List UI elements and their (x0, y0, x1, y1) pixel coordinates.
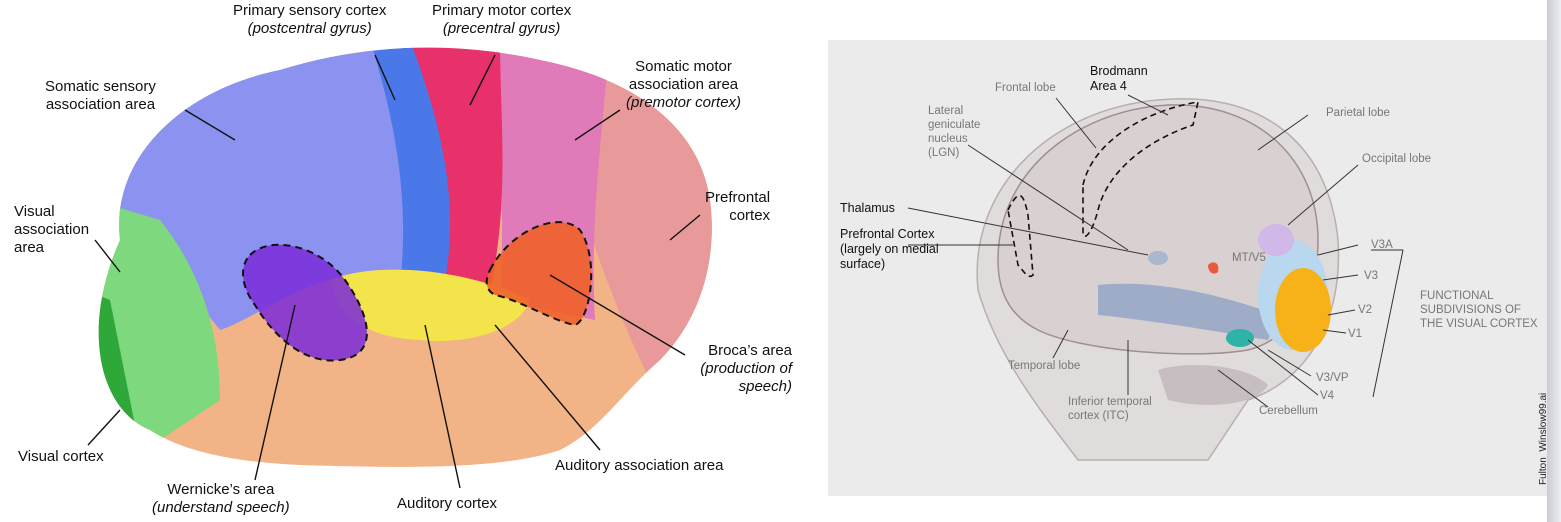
label-line: Lateral (928, 105, 964, 117)
visual-association-area-label: Visual association area (14, 203, 89, 257)
label-line: association (14, 221, 90, 238)
v3-vp-label: V3/VP (1316, 371, 1349, 385)
v3-label: V3 (1364, 269, 1378, 283)
label-line: Prefrontal Cortex (840, 227, 935, 241)
occipital-lobe-label: Occipital lobe (1362, 152, 1431, 166)
label-line: Area 4 (1090, 79, 1127, 93)
inferior-temporal-cortex-label: Inferior temporal cortex (ITC) (1068, 395, 1152, 423)
label-line: V2 (1358, 304, 1373, 316)
prefrontal-cortex-label: Prefrontal Cortex (largely on medial sur… (840, 227, 939, 272)
label-line: speech) (738, 378, 792, 395)
v3a-label: V3A (1371, 238, 1393, 252)
label-line: Thalamus (840, 201, 895, 215)
auditory-region (330, 269, 530, 341)
label-line: (postcentral gyrus) (247, 20, 372, 37)
label-line: (precentral gyrus) (442, 20, 561, 37)
somatic-motor-association-label: Somatic motor association area (premotor… (626, 58, 741, 112)
label-line: Temporal lobe (1008, 360, 1081, 372)
label-line: (production of (700, 360, 792, 377)
label-line: V3/VP (1316, 372, 1349, 384)
mt-v5-label: MT/V5 (1232, 251, 1266, 265)
label-line: Occipital lobe (1362, 153, 1432, 165)
brodmann-area-label: Brodmann Area 4 (1090, 64, 1148, 94)
label-line: (understand speech) (152, 499, 290, 516)
prefrontal-dashed-outline (1007, 194, 1034, 278)
label-line: Visual (14, 203, 55, 220)
optic-radiation (1098, 283, 1278, 340)
brocas-area-label: Broca’s area (production of speech) (680, 342, 792, 396)
window-edge (1547, 0, 1561, 522)
label-line: SUBDIVISIONS OF (1420, 304, 1521, 316)
label-line: geniculate (928, 119, 981, 131)
right-leader-lines (907, 94, 1404, 408)
label-line: cortex (ITC) (1068, 410, 1129, 422)
somatic-sensory-association-label: Somatic sensory association area (45, 78, 156, 114)
auditory-association-area-label: Auditory association area (555, 457, 723, 475)
label-line: Prefrontal (705, 189, 771, 206)
wernickes-area-outline (242, 243, 368, 362)
label-line: association area (628, 76, 739, 93)
wernickes-area-label: Wernicke’s area (understand speech) (152, 481, 290, 517)
label-line: Cerebellum (1259, 405, 1318, 417)
label-line: Auditory association area (555, 457, 724, 474)
label-line: cortex (729, 207, 771, 224)
v1-v2-region (1275, 268, 1331, 352)
label-line: Somatic motor (635, 58, 732, 75)
brodmann-area-4-outline (1082, 101, 1200, 237)
label-line: (largely on medial (840, 242, 939, 256)
visual-cortex-diagram: Brodmann Area 4 Frontal lobe Lateral gen… (828, 40, 1561, 496)
label-line: Parietal lobe (1326, 107, 1390, 119)
lgn-label: Lateral geniculate nucleus (LGN) (928, 104, 980, 160)
label-line: (LGN) (928, 147, 960, 159)
label-line: Wernicke’s area (167, 481, 275, 498)
label-line: surface) (840, 257, 886, 271)
frontal-lobe-label: Frontal lobe (995, 81, 1056, 95)
lateral-brain-diagram: Primary sensory cortex (postcentral gyru… (14, 2, 792, 517)
primary-motor-cortex-label: Primary motor cortex (precentral gyrus) (432, 2, 571, 38)
label-line: area (14, 239, 45, 256)
label-line: V4 (1320, 390, 1335, 402)
visual-cortex-label: Visual cortex (18, 448, 104, 466)
label-line: Somatic sensory (45, 78, 156, 95)
parietal-lobe-label: Parietal lobe (1326, 106, 1390, 120)
v1-label: V1 (1348, 327, 1362, 341)
label-line: Auditory cortex (397, 495, 498, 512)
left-leader-lines (87, 54, 701, 489)
thalamus-label: Thalamus (840, 201, 895, 216)
v4-region (1226, 329, 1254, 347)
auditory-cortex-label: Auditory cortex (397, 495, 497, 513)
v4-label: V4 (1320, 389, 1334, 403)
label-line: Broca’s area (708, 342, 792, 359)
mt-v5-shape (1208, 262, 1219, 274)
label-line: Primary motor cortex (432, 2, 572, 19)
label-line: V3 (1364, 270, 1379, 282)
label-line: (premotor cortex) (626, 94, 742, 111)
label-line: MT/V5 (1232, 252, 1266, 264)
label-line: V1 (1348, 328, 1363, 340)
thalamus-shape (1148, 251, 1168, 265)
label-line: Primary sensory cortex (233, 2, 387, 19)
label-line: THE VISUAL CORTEX (1420, 318, 1538, 330)
cerebellum-shape (1158, 365, 1268, 405)
prefrontal-cortex-label: Prefrontal cortex (705, 189, 770, 225)
cerebellum-label: Cerebellum (1259, 404, 1318, 418)
v3a-region (1258, 224, 1294, 256)
label-line: Inferior temporal (1068, 396, 1152, 408)
label-line: Brodmann (1090, 64, 1148, 78)
v2-label: V2 (1358, 303, 1372, 317)
functional-subdivisions-label: FUNCTIONAL SUBDIVISIONS OF THE VISUAL CO… (1420, 289, 1538, 331)
label-line: Frontal lobe (995, 82, 1056, 94)
label-line: Visual cortex (18, 448, 104, 465)
label-line: association area (45, 96, 156, 113)
head-illustration (907, 94, 1404, 461)
prefrontal-region (560, 47, 712, 400)
label-line: V3A (1371, 239, 1393, 251)
brain-illustration (87, 47, 712, 489)
primary-sensory-cortex-label: Primary sensory cortex (postcentral gyru… (233, 2, 386, 38)
temporal-lobe-label: Temporal lobe (1008, 359, 1080, 373)
label-line: nucleus (928, 133, 968, 145)
brocas-area-outline (485, 221, 593, 327)
label-line: FUNCTIONAL (1420, 290, 1494, 302)
